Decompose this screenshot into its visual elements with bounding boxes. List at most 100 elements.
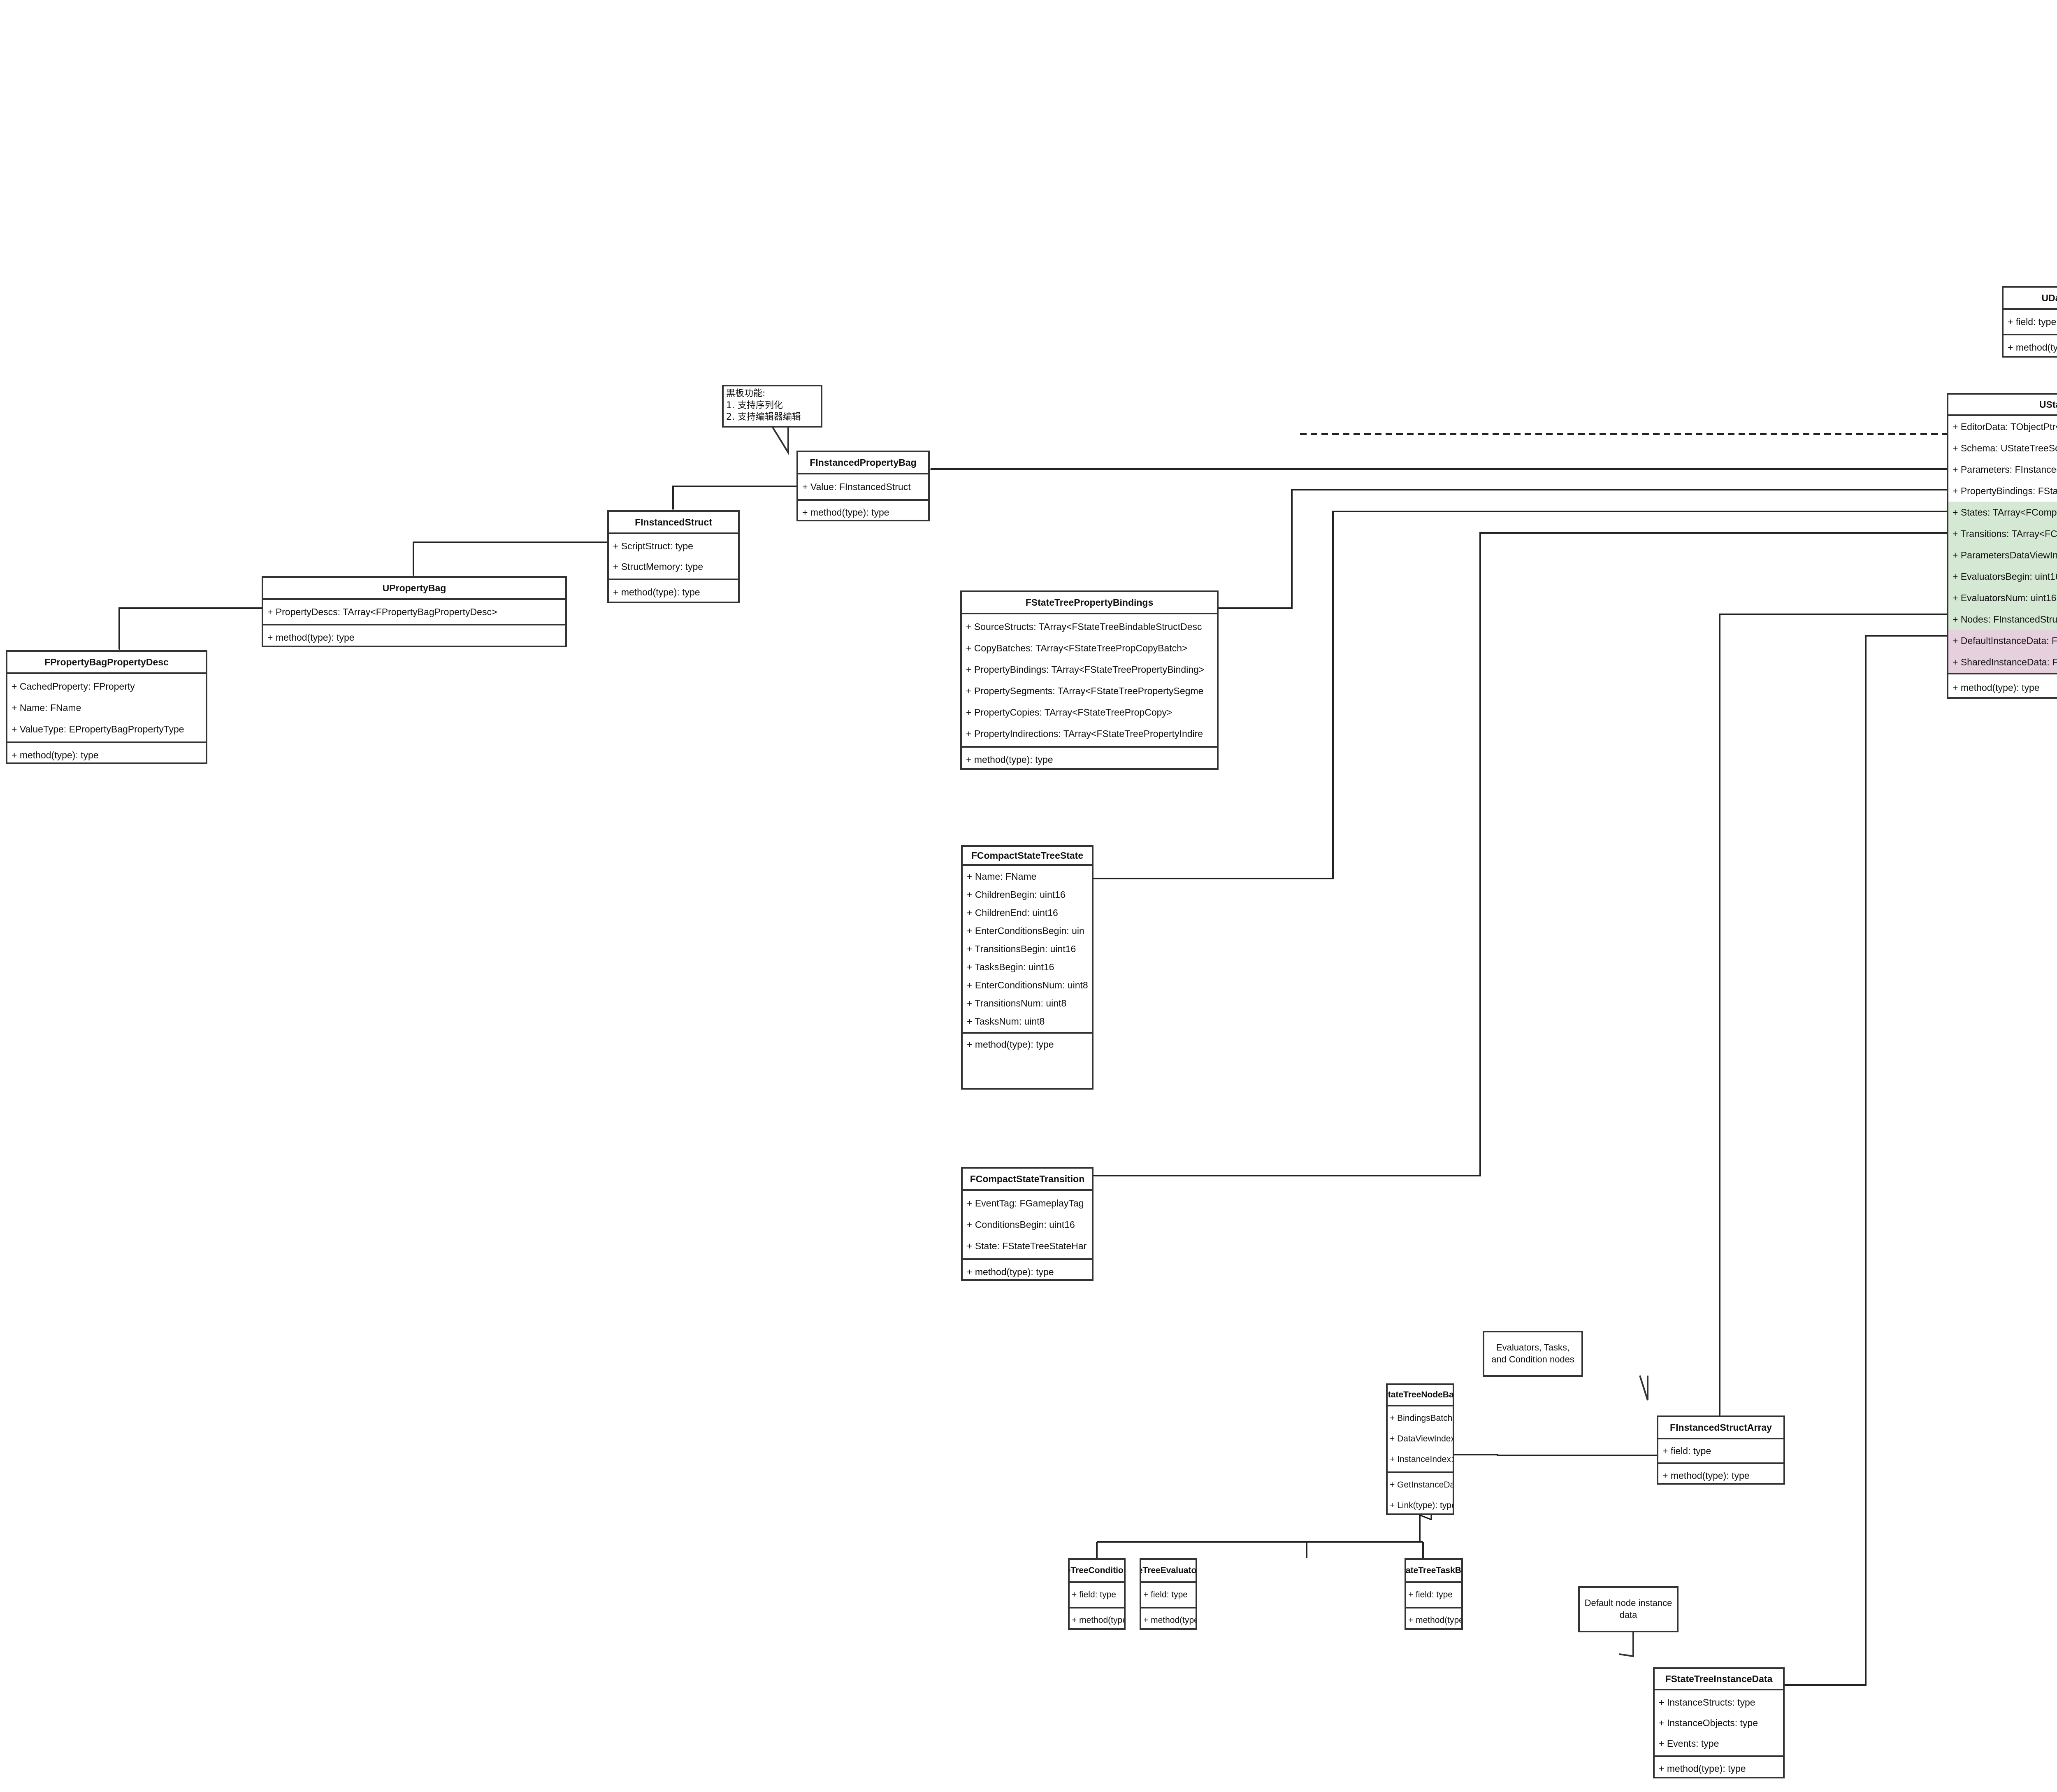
field-row: + ConditionsBegin: uint16 bbox=[967, 1219, 1075, 1230]
method-row: + method(type): type bbox=[1072, 1615, 1124, 1625]
methods-section: + method(type): type bbox=[1141, 1608, 1196, 1632]
field-row: + TransitionsNum: uint8 bbox=[967, 997, 1067, 1009]
method-row: + method(type): type bbox=[613, 586, 700, 597]
field-row: + EditorData: TObjectPtr<UObject> bbox=[1953, 421, 2057, 432]
field-row: + CopyBatches: TArray<FStateTreePropCopy… bbox=[966, 642, 1188, 653]
link-nodes bbox=[1717, 614, 1947, 1422]
methods-section: + method(type): type bbox=[1948, 674, 2057, 699]
note-tail-blackboard bbox=[771, 425, 789, 456]
class-title: UPropertyBag bbox=[263, 578, 565, 600]
method-row: + GetInstanceDataType(type bbox=[1390, 1480, 1453, 1490]
field-row: + PropertyCopies: TArray<FStateTreePropC… bbox=[966, 707, 1172, 718]
class-title: FInstancedStructArray bbox=[1658, 1417, 1783, 1439]
methods-section: + method(type): type bbox=[2004, 335, 2057, 359]
method-row: + method(type): type bbox=[966, 754, 1053, 765]
class-fstatetreeevaluatorbase[interactable]: FStateTreeEvaluatorBase + field: type + … bbox=[1140, 1558, 1197, 1630]
note-nodes-text: Evaluators, Tasks, and Condition nodes bbox=[1483, 1331, 1583, 1377]
class-fstatetreeinstancedata[interactable]: FStateTreeInstanceData + InstanceStructs… bbox=[1653, 1667, 1785, 1778]
fields-section: + SourceStructs: TArray<FStateTreeBindab… bbox=[962, 614, 1217, 748]
field-row: + PropertyDescs: TArray<FPropertyBagProp… bbox=[267, 606, 497, 617]
note-tail-nodes bbox=[1639, 1375, 1648, 1401]
fields-section: + field: type bbox=[2004, 310, 2057, 335]
field-row: + field: type bbox=[1072, 1590, 1116, 1599]
class-finstancedstruct[interactable]: FInstancedStruct + ScriptStruct: type + … bbox=[607, 510, 740, 603]
method-row: + method(type): type bbox=[1408, 1615, 1461, 1625]
class-title: FCompactStateTransition bbox=[963, 1169, 1092, 1191]
field-row-compiled: + Transitions: TArray<FCompactStateTrans… bbox=[1948, 523, 2057, 544]
field-row: + PropertySegments: TArray<FStateTreePro… bbox=[966, 685, 1204, 696]
class-upropertybag[interactable]: UPropertyBag + PropertyDescs: TArray<FPr… bbox=[262, 576, 567, 647]
class-fstatetreetaskbase[interactable]: FStateTreeTaskBase + field: type + metho… bbox=[1405, 1558, 1463, 1630]
field-row: + Name: FName bbox=[967, 871, 1037, 882]
note-blackboard-text: 黑板功能: 1. 支持序列化 2. 支持编辑器编辑 bbox=[722, 385, 822, 428]
methods-section: + method(type): type bbox=[263, 625, 565, 649]
class-title: FInstancedPropertyBag bbox=[798, 452, 928, 474]
field-row: + field: type bbox=[1408, 1590, 1453, 1599]
class-fcompactstatetreestate[interactable]: FCompactStateTreeState + Name: FName + C… bbox=[961, 845, 1094, 1090]
class-title: FCompactStateTreeState bbox=[963, 847, 1092, 866]
field-row: + ChildrenEnd: uint16 bbox=[967, 907, 1058, 918]
class-udataasset[interactable]: UDataAsset + field: type + method(type):… bbox=[2002, 286, 2057, 358]
field-row: + TransitionsBegin: uint16 bbox=[967, 943, 1076, 954]
class-fstatetreepropertybindings[interactable]: FStateTreePropertyBindings + SourceStruc… bbox=[960, 590, 1219, 770]
fields-section: + field: type bbox=[1658, 1439, 1783, 1464]
method-row: + method(type): type bbox=[1659, 1763, 1746, 1774]
field-row: + field: type bbox=[1662, 1445, 1711, 1456]
methods-section: + method(type): type bbox=[7, 743, 206, 767]
field-row: + field: type bbox=[1143, 1590, 1188, 1599]
field-row: + TasksNum: uint8 bbox=[967, 1016, 1045, 1027]
class-fstatetreenodebase[interactable]: FStateTreeNodeBase + BindingsBatch: type… bbox=[1386, 1383, 1454, 1515]
class-title: UStateTree bbox=[1948, 395, 2057, 416]
fields-section: + field: type bbox=[1070, 1583, 1124, 1608]
class-ustatetree[interactable]: UStateTree + EditorData: TObjectPtr<UObj… bbox=[1947, 393, 2057, 699]
methods-section: + method(type): type bbox=[609, 580, 738, 604]
fields-section: + PropertyDescs: TArray<FPropertyBagProp… bbox=[263, 600, 565, 625]
class-title: FStateTreeConditionBase bbox=[1070, 1560, 1124, 1583]
field-row: + Parameters: FInstancedPropertyBag bbox=[1953, 464, 2057, 475]
class-title: FStateTreePropertyBindings bbox=[962, 592, 1217, 614]
methods-section: + method(type): type bbox=[1658, 1464, 1783, 1487]
class-finstancedpropertybag[interactable]: FInstancedPropertyBag + Value: FInstance… bbox=[796, 451, 930, 521]
field-row-compiled: + States: TArray<FCompactStateTreeState> bbox=[1948, 502, 2057, 523]
class-title: FStateTreeEvaluatorBase bbox=[1141, 1560, 1196, 1583]
method-row: + method(type): type bbox=[967, 1039, 1054, 1050]
field-row: + EnterConditionsBegin: uin bbox=[967, 925, 1084, 936]
fields-section: + field: type bbox=[1406, 1583, 1461, 1608]
field-row: + EventTag: FGameplayTag bbox=[967, 1197, 1084, 1209]
fields-section: + EditorData: TObjectPtr<UObject> + Sche… bbox=[1948, 416, 2057, 674]
field-row-instance: + SharedInstanceData: FStateTreeInstance… bbox=[1948, 651, 2057, 673]
fields-section: + EventTag: FGameplayTag + ConditionsBeg… bbox=[963, 1191, 1092, 1260]
field-row: + TasksBegin: uint16 bbox=[967, 961, 1054, 972]
method-row: + method(type): type bbox=[967, 1266, 1054, 1277]
field-row: + Name: FName bbox=[12, 702, 81, 713]
fields-section: + Name: FName + ChildrenBegin: uint16 + … bbox=[963, 866, 1092, 1034]
field-row: + Value: FInstancedStruct bbox=[802, 481, 911, 492]
class-fstatetreeconditionbase[interactable]: FStateTreeConditionBase + field: type + … bbox=[1068, 1558, 1126, 1630]
field-row: + StructMemory: type bbox=[613, 561, 703, 572]
class-finstancedstructarray[interactable]: FInstancedStructArray + field: type + me… bbox=[1657, 1415, 1785, 1485]
method-row: + method(type): type bbox=[2008, 342, 2057, 353]
class-fcompactstatetransition[interactable]: FCompactStateTransition + EventTag: FGam… bbox=[961, 1167, 1094, 1281]
link-defaultinstancedata bbox=[1777, 635, 1947, 1687]
fields-section: + field: type bbox=[1141, 1583, 1196, 1608]
method-row: + method(type): type bbox=[12, 749, 99, 760]
link-transitions bbox=[1087, 532, 1947, 1178]
field-row: + InstanceIndex: type bbox=[1390, 1455, 1453, 1464]
method-row: + method(type): type bbox=[1143, 1615, 1196, 1625]
field-row: + ChildrenBegin: uint16 bbox=[967, 889, 1066, 900]
class-title: UDataAsset bbox=[2004, 288, 2057, 310]
field-row: + CachedProperty: FProperty bbox=[12, 681, 135, 692]
field-row: + ScriptStruct: type bbox=[613, 540, 693, 551]
field-row: + InstanceObjects: type bbox=[1659, 1717, 1758, 1728]
method-row: + method(type): type bbox=[1953, 682, 2040, 693]
methods-section: + method(type): type bbox=[1655, 1757, 1783, 1780]
class-title: FStateTreeNodeBase bbox=[1388, 1385, 1453, 1406]
methods-section: + GetInstanceDataType(type + Link(type):… bbox=[1388, 1473, 1453, 1518]
field-row: + Events: type bbox=[1659, 1738, 1719, 1749]
methods-section: + method(type): type bbox=[963, 1260, 1092, 1284]
fields-section: + InstanceStructs: type + InstanceObject… bbox=[1655, 1690, 1783, 1757]
class-fpropertybagpropertydesc[interactable]: FPropertyBagPropertyDesc + CachedPropert… bbox=[6, 650, 207, 764]
field-row-compiled: + EvaluatorsNum: uint16 bbox=[1948, 587, 2057, 609]
field-row-compiled: + ParametersDataViewIndex: FStateTreeInd… bbox=[1948, 544, 2057, 566]
method-row: + method(type): type bbox=[802, 507, 889, 518]
